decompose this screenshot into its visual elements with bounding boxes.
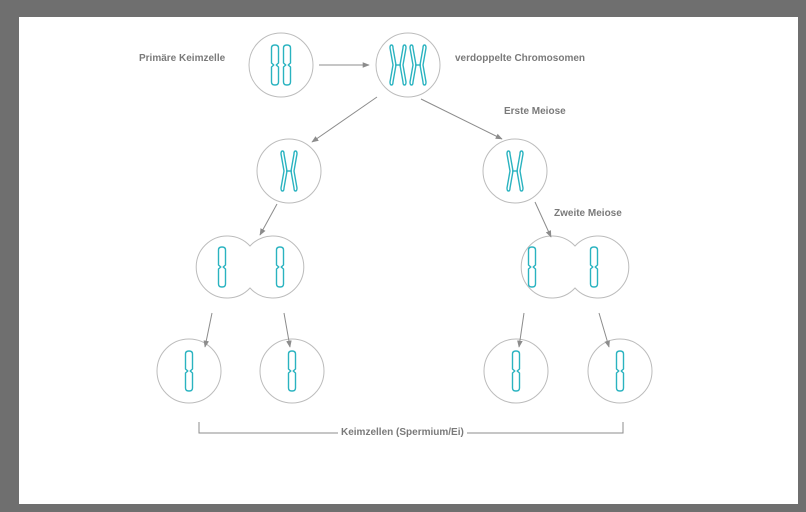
primary-cell <box>248 32 314 98</box>
dividing-cell-left <box>195 235 305 299</box>
first-meiosis-label: Erste Meiose <box>504 106 566 117</box>
gamete-chromatid-4 <box>615 350 625 392</box>
arrow-to-dividing-left <box>259 203 278 236</box>
gamete-chromatid-3 <box>511 350 521 392</box>
dividing-chromatid-3 <box>527 246 537 288</box>
gamete-chromatid-2 <box>287 350 297 392</box>
gamete-chromatid-1 <box>184 350 194 392</box>
meiosis-1-chromosome-right <box>506 150 524 192</box>
primary-chromatid-left <box>270 44 280 86</box>
meiosis-1-chromosome-left <box>280 150 298 192</box>
duplicated-chromosome-right <box>409 44 427 86</box>
primary-chromatid-right <box>282 44 292 86</box>
gamete-cell-3 <box>483 338 549 404</box>
gamete-cell-2 <box>259 338 325 404</box>
arrow-to-gamete-3 <box>517 312 525 348</box>
gametes-label: Keimzellen (Spermium/Ei) <box>338 427 467 439</box>
arrow-to-gamete-1 <box>203 312 213 348</box>
second-meiosis-label: Zweite Meiose <box>554 208 622 219</box>
arrow-to-meiosis-1-right <box>420 98 503 140</box>
gamete-cell-1 <box>156 338 222 404</box>
arrow-to-gamete-2 <box>283 312 292 348</box>
duplicated-chromosome-left <box>389 44 407 86</box>
gamete-cell-4 <box>587 338 653 404</box>
duplicated-chromosomes-label: verdoppelte Chromosomen <box>455 53 586 64</box>
arrow-to-gamete-4 <box>598 312 610 348</box>
meiosis-diagram <box>156 32 653 434</box>
arrow-to-dividing-right <box>534 201 552 238</box>
diagram-panel: Primäre Keimzelle verdoppelte Chromosome… <box>19 17 798 504</box>
dividing-chromatid-4 <box>589 246 599 288</box>
dividing-cell-right <box>520 235 630 299</box>
dividing-chromatid-2 <box>275 246 285 288</box>
dividing-chromatid-1 <box>217 246 227 288</box>
arrow-to-meiosis-1-left <box>311 96 378 143</box>
duplicated-cell <box>375 32 441 98</box>
primary-cell-label: Primäre Keimzelle <box>139 53 226 64</box>
